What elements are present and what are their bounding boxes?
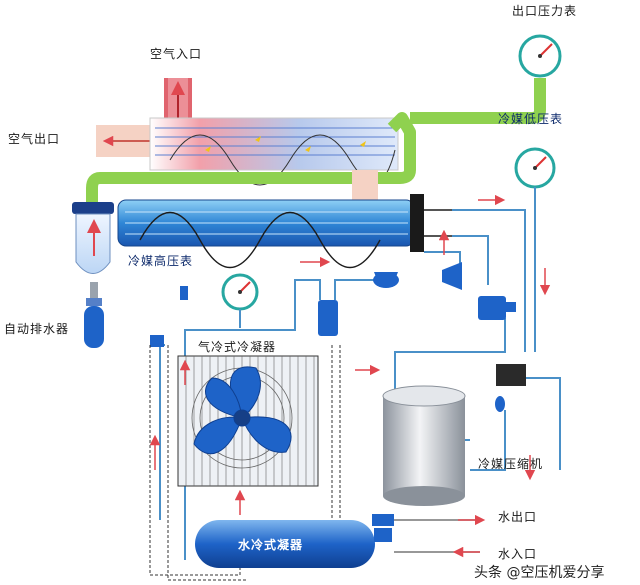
refrigerant-compressor-label: 冷媒压缩机 [478, 457, 544, 471]
condenser-fan [193, 366, 292, 455]
dashed-liquid-lines [149, 345, 341, 581]
refrigerant-low-pressure-gauge-label: 冷媒低压表 [498, 112, 564, 126]
water-cooled-condenser [195, 514, 480, 568]
air-cooled-condenser-label: 气冷式冷凝器 [198, 340, 277, 354]
air-pipe-green [86, 78, 546, 205]
solenoid-valve [442, 262, 462, 290]
precooler-heat-exchanger [149, 117, 399, 186]
expansion-valve [373, 272, 399, 288]
refrigerant-compressor [382, 385, 466, 506]
receiver-filter [318, 300, 338, 336]
refrigerant-high-pressure-gauge [221, 273, 259, 328]
auto-drain-label: 自动排水器 [4, 322, 70, 336]
refrigerant-low-pressure-gauge [514, 147, 556, 352]
air-outlet-label: 空气出口 [8, 132, 61, 146]
water-inlet-label: 水入口 [498, 547, 538, 561]
evaporator [117, 194, 452, 268]
check-valve [495, 396, 505, 412]
auto-drain-valve [84, 298, 104, 348]
fan-switch [150, 335, 164, 347]
charging-valve [180, 286, 188, 300]
air-inlet-label: 空气入口 [150, 47, 203, 61]
pressure-switch [496, 364, 526, 386]
moisture-separator [72, 202, 114, 298]
outlet-pressure-gauge [518, 34, 562, 78]
hot-gas-bypass-valve [478, 296, 516, 320]
water-outlet-label: 水出口 [498, 510, 538, 524]
flow-arrows [149, 194, 551, 558]
air-outlet-pipe [96, 125, 160, 157]
water-cooled-condenser-label: 水冷式凝器 [238, 538, 304, 552]
refrigerant-high-pressure-gauge-label: 冷媒高压表 [128, 254, 194, 268]
air-cooled-condenser [177, 355, 319, 487]
outlet-pressure-gauge-label: 出口压力表 [512, 4, 578, 18]
watermark: 头条 @空压机爱分享 [474, 565, 605, 581]
